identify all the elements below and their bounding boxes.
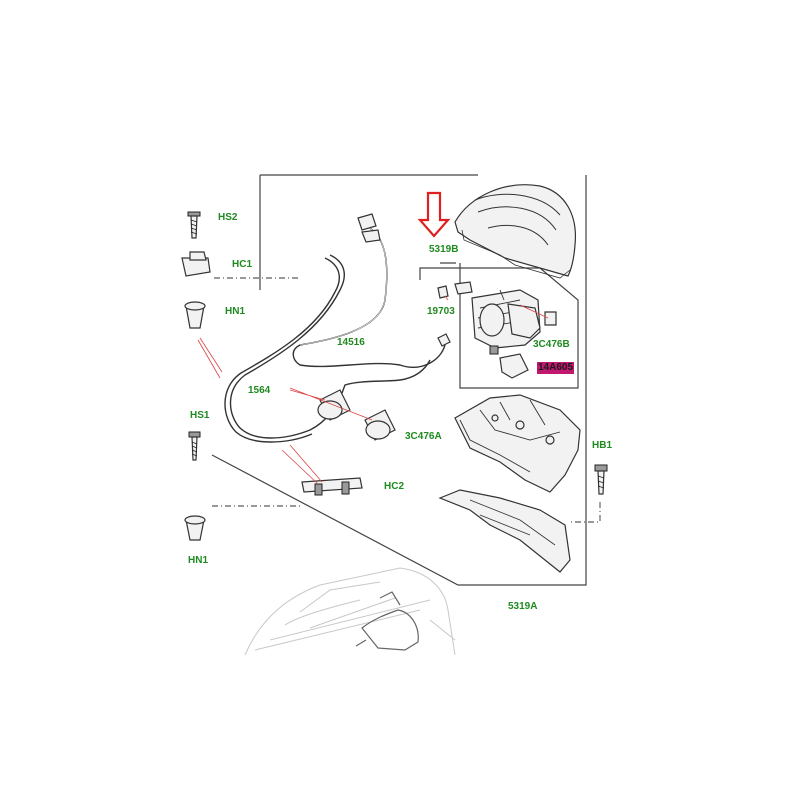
leader-1564 [289,387,373,421]
label-hn1-top: HN1 [225,306,246,317]
nut-hn1-bottom [184,515,206,541]
bolt-hb1 [594,464,608,495]
label-hc2: HC2 [384,481,405,492]
inline-filter-b [364,409,396,441]
label-14a605-highlighted: 14A605 [537,362,575,374]
clip-hc1 [181,251,211,277]
label-5319a: 5319A [508,601,538,612]
engine-bay-ghost [244,567,456,656]
nut-hn1-top [184,301,206,329]
label-1564: 1564 [248,385,271,396]
label-3c476a: 3C476A [405,431,442,442]
compressor-housing-lower [454,394,581,493]
air-hose [224,254,431,443]
screw-hs1 [188,431,201,461]
label-hc1: HC1 [232,259,253,270]
label-hs2: HS2 [218,212,238,223]
leader-hn1 [197,337,223,379]
highlight-arrow-icon [417,191,451,238]
leader-3c476b [519,304,549,319]
compressor-cover-upper [454,184,577,279]
wiring-harness [292,213,451,368]
inline-filter-a [317,389,351,421]
fastener-reference-lines [194,226,601,523]
clip-hc2 [301,477,363,496]
label-hs1: HS1 [190,410,210,421]
label-19703: 19703 [427,306,455,317]
label-14516: 14516 [337,337,365,348]
mounting-bracket [438,489,571,573]
label-3c476b: 3C476B [533,339,570,350]
label-hn1-bottom: HN1 [188,555,209,566]
label-hb1: HB1 [592,440,613,451]
leader-19703 [444,295,449,301]
air-compressor [437,281,557,379]
assembly-outline-sub [419,262,579,389]
assembly-outline-main [211,174,587,586]
screw-hs2 [187,211,201,239]
leader-hc2 [281,444,323,485]
label-5319b: 5319B [429,244,459,255]
